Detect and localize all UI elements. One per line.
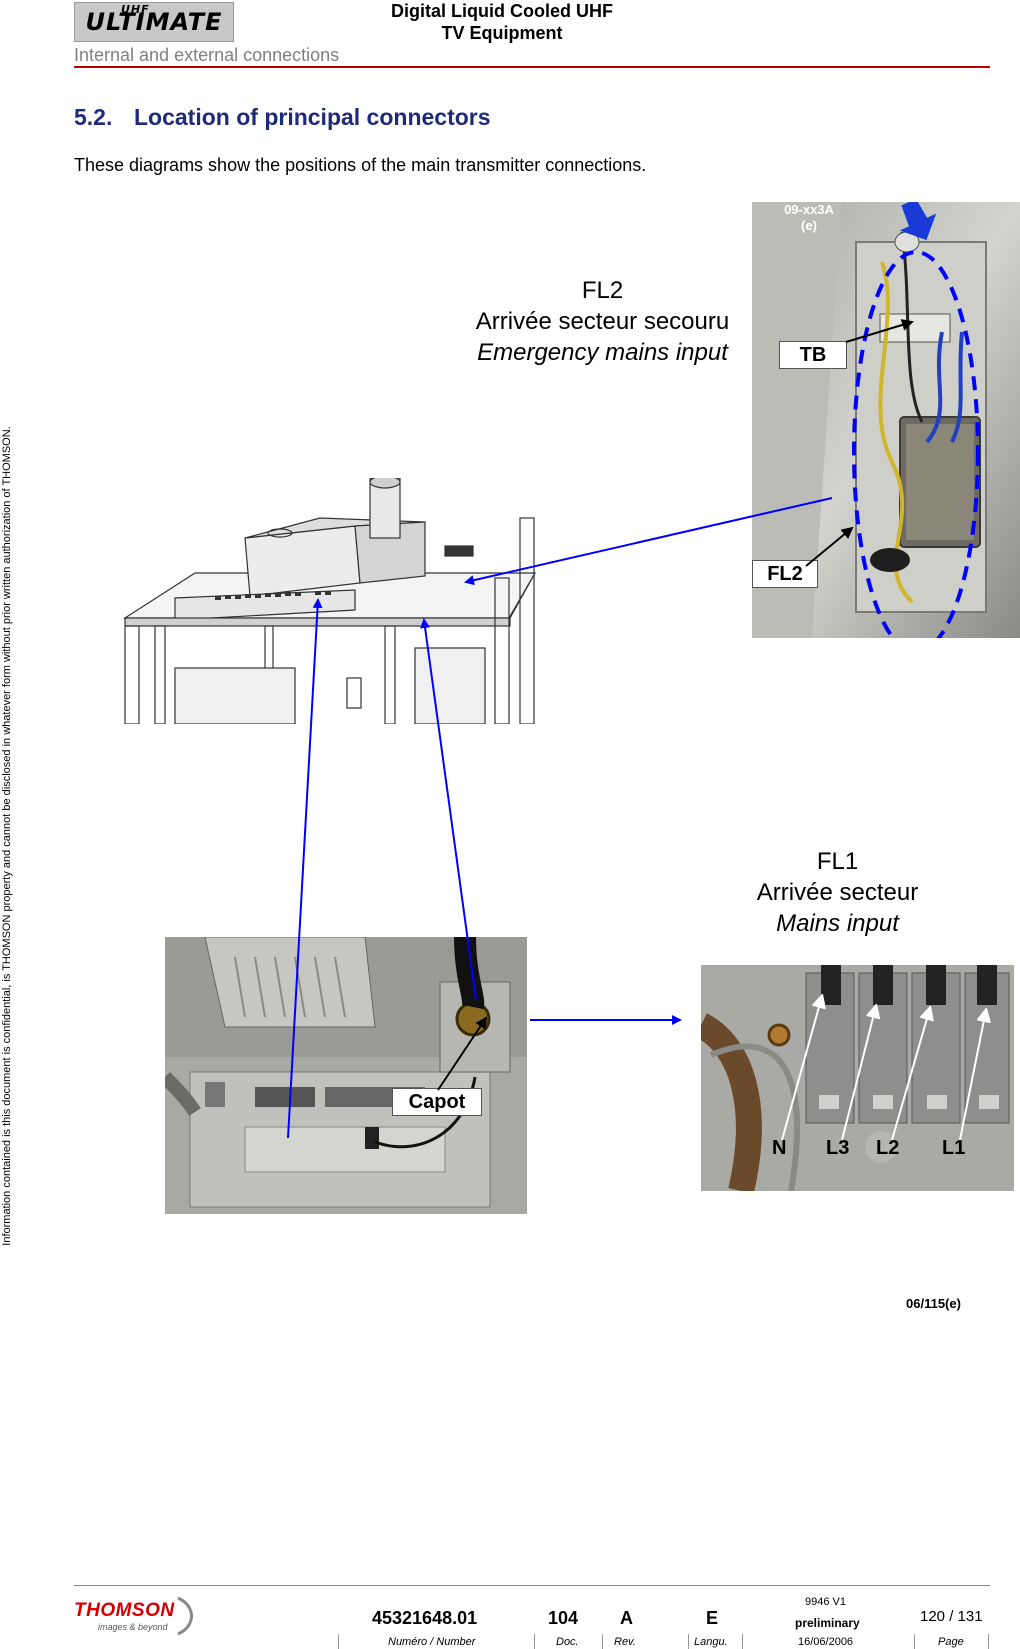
arrow-capot-to-cabinet [420, 618, 477, 1001]
chapter-subtitle: Internal and external connections [74, 45, 340, 65]
arrow-terminal-l2 [891, 1008, 930, 1141]
footer-separator [914, 1634, 915, 1649]
logo-text: ULTIMATE [85, 8, 223, 36]
arrow-terminal-l3 [841, 1006, 876, 1141]
footer-separator [338, 1634, 339, 1649]
fl1-annotation-french: Arrivée secteur [756, 879, 919, 906]
footer-doc: 104 [548, 1608, 579, 1628]
document-title-line1: Digital Liquid Cooled UHF [391, 1, 613, 21]
arrow-fl2-photo [805, 526, 854, 567]
fl2-annotation-english: Emergency mains input [477, 339, 728, 366]
thomson-logo-tagline: images & beyond [98, 1622, 168, 1632]
photo-tag: 09-xx3A (e) [774, 202, 844, 234]
section-heading: 5.2. Location of principal connectors [74, 104, 491, 131]
terminal-label-n: N [772, 1137, 787, 1159]
terminal-label-l3: L3 [826, 1137, 850, 1159]
logo-superscript: UHF [121, 3, 150, 16]
footer-lang-label: Langu. [694, 1636, 728, 1648]
arrow-terminal-l1 [959, 1010, 986, 1141]
cabinet-top-view-photo [165, 937, 527, 1214]
footer-doc-label: Doc. [556, 1636, 579, 1648]
arrow-panel-to-cabinet [287, 598, 323, 1139]
footer-rev: A [620, 1608, 633, 1628]
footer-number: 45321648.01 [372, 1608, 478, 1628]
photo-tag-line1: 09-xx3A [784, 202, 834, 217]
footer-page: 120 / 131 [920, 1608, 983, 1625]
fl1-annotation-title: FL1 [816, 848, 859, 875]
fl2-annotation: FL2 Arrivée secteur secouru Emergency ma… [460, 275, 745, 368]
fl2-annotation-title: FL2 [581, 277, 624, 304]
terminal-label-l1: L1 [942, 1137, 966, 1159]
footer-separator [742, 1634, 743, 1649]
transmitter-cabinet-drawing [115, 478, 551, 724]
document-title: Digital Liquid Cooled UHF TV Equipment [352, 0, 652, 44]
section-number: 5.2. [74, 104, 113, 130]
arrow-terminal-n [781, 996, 822, 1141]
arrow-tb [845, 319, 914, 343]
label-tb: TB [779, 341, 847, 369]
footer-separator [602, 1634, 603, 1649]
footer-number-label: Numéro / Number [388, 1636, 476, 1648]
photo-tag-line2: (e) [801, 218, 817, 233]
footer-version: 9946 V1 [805, 1596, 846, 1608]
footer-separator [988, 1634, 989, 1649]
header-divider [74, 66, 990, 68]
label-capot: Capot [392, 1088, 482, 1116]
footer-lang: E [706, 1608, 719, 1628]
section-title: Location of principal connectors [134, 104, 491, 130]
fl1-annotation-english: Mains input [776, 910, 899, 937]
footer-separator [688, 1634, 689, 1649]
figure-reference: 06/115(e) [906, 1296, 961, 1311]
thomson-logo: THOMSON images & beyond [74, 1596, 194, 1644]
terminal-label-l2: L2 [876, 1137, 900, 1159]
section-intro: These diagrams show the positions of the… [74, 155, 647, 175]
footer-page-label: Page [938, 1636, 964, 1648]
fl1-annotation: FL1 Arrivée secteur Mains input [700, 846, 975, 939]
footer-date: 16/06/2006 [798, 1636, 854, 1648]
terminal-labels: N L3 L2 L1 [772, 1137, 1002, 1165]
thomson-logo-text: THOMSON [74, 1600, 175, 1621]
document-title-line2: TV Equipment [441, 23, 563, 43]
footer-divider [74, 1585, 990, 1586]
fl2-annotation-french: Arrivée secteur secouru [475, 308, 730, 335]
footer-rev-label: Rev. [614, 1636, 636, 1648]
thomson-swoosh-icon [177, 1596, 193, 1636]
ultimate-logo: UHF ULTIMATE [74, 2, 234, 42]
arrow-capot [437, 1016, 488, 1091]
footer-separator [534, 1634, 535, 1649]
footer-status: preliminary [795, 1616, 860, 1630]
arrow-fl2-to-cabinet [464, 497, 833, 586]
